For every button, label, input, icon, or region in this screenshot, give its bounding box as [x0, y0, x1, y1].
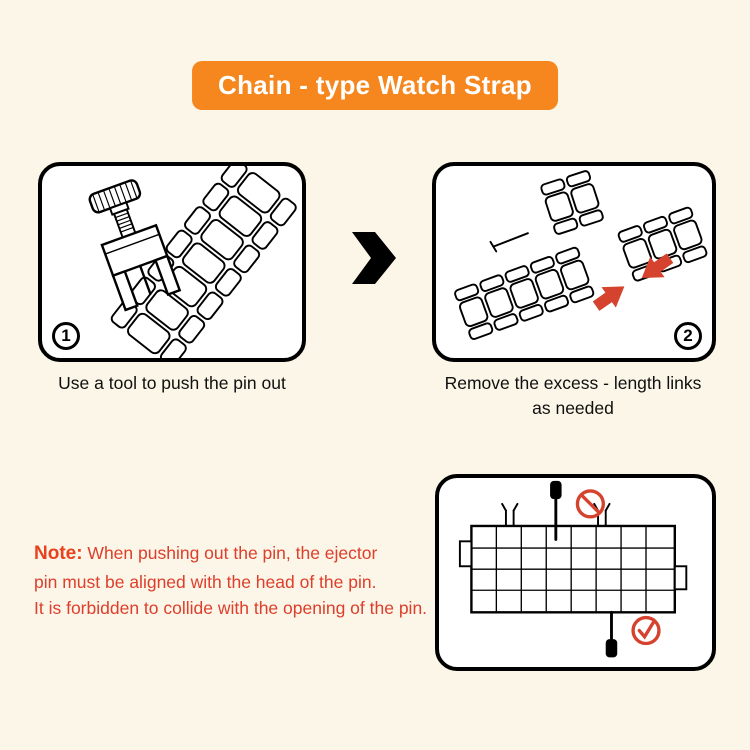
red-arrow-up-icon: [592, 286, 625, 311]
title-banner: Chain - type Watch Strap: [192, 61, 558, 110]
step1-number-badge: 1: [52, 322, 80, 350]
step2-caption: Remove the excess - length links as need…: [423, 371, 723, 422]
step1-number: 1: [61, 326, 71, 345]
red-arrow-down-icon: [641, 253, 674, 278]
detached-links-illustration: [540, 170, 604, 235]
removed-pin-illustration: [489, 232, 529, 253]
bottom-ejector-pin-illustration: [605, 610, 618, 658]
note-line2: pin must be aligned with the head of the…: [34, 571, 377, 592]
step2-caption-line2: as needed: [532, 398, 614, 419]
pin-alignment-illustration: [458, 480, 688, 658]
check-icon: [631, 615, 661, 646]
ejector-pin-illustration: [138, 264, 152, 295]
step2-caption-line1: Remove the excess - length links: [444, 373, 702, 393]
step1-caption: Use a tool to push the pin out: [58, 373, 286, 393]
top-ejector-pin-illustration: [550, 480, 562, 541]
step1-panel: 1: [38, 162, 306, 362]
push-pin-tool-illustration: [88, 166, 297, 358]
note-line1: When pushing out the pin, the ejector: [82, 543, 378, 563]
step2-panel: 2: [432, 162, 716, 362]
page-title: Chain - type Watch Strap: [218, 70, 532, 100]
note-text: Note: When pushing out the pin, the ejec…: [34, 540, 446, 622]
note-label: Note:: [34, 543, 83, 564]
band-cross-section-illustration: [458, 502, 688, 614]
step2-number: 2: [683, 326, 693, 345]
link-remover-tool-illustration: [88, 179, 182, 312]
next-step-arrow-icon: [352, 232, 396, 284]
remove-links-illustration: [454, 170, 708, 340]
prohibition-icon: [575, 489, 606, 519]
band-section-left-illustration: [454, 246, 595, 340]
alignment-detail-panel: [435, 474, 716, 671]
step2-number-badge: 2: [674, 322, 702, 350]
note-line3: It is forbidden to collide with the open…: [34, 598, 428, 619]
